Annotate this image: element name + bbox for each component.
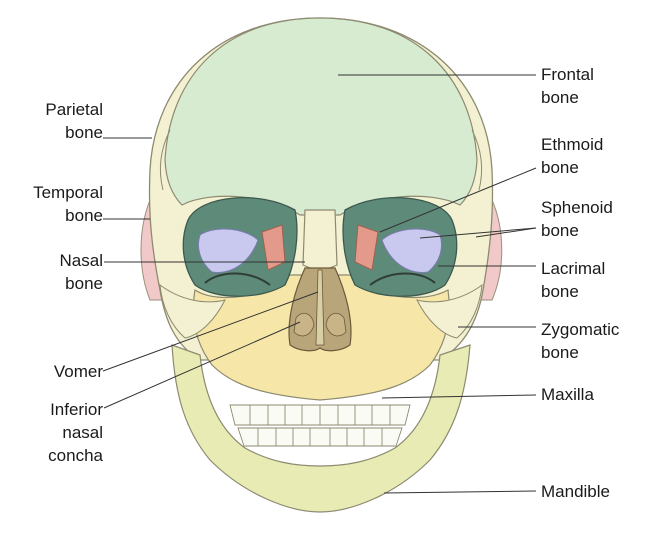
label-maxilla: Maxilla: [541, 383, 594, 406]
label-sphenoid-bone: Sphenoid bone: [541, 196, 613, 242]
label-ethmoid-bone: Ethmoid bone: [541, 133, 603, 179]
label-vomer: Vomer: [54, 360, 103, 383]
teeth: [230, 405, 410, 446]
leader-mandible: [384, 491, 536, 493]
label-mandible: Mandible: [541, 480, 610, 503]
label-lacrimal-bone: Lacrimal bone: [541, 257, 605, 303]
nasal-bone: [303, 210, 337, 272]
label-inferior-nasal-concha: Inferior nasal concha: [48, 398, 103, 467]
label-temporal-bone: Temporal bone: [33, 181, 103, 227]
label-frontal-bone: Frontal bone: [541, 63, 594, 109]
frontal-bone: [165, 18, 477, 215]
label-parietal-bone: Parietal bone: [45, 98, 103, 144]
label-nasal-bone: Nasal bone: [60, 249, 103, 295]
label-zygomatic-bone: Zygomatic bone: [541, 318, 619, 364]
